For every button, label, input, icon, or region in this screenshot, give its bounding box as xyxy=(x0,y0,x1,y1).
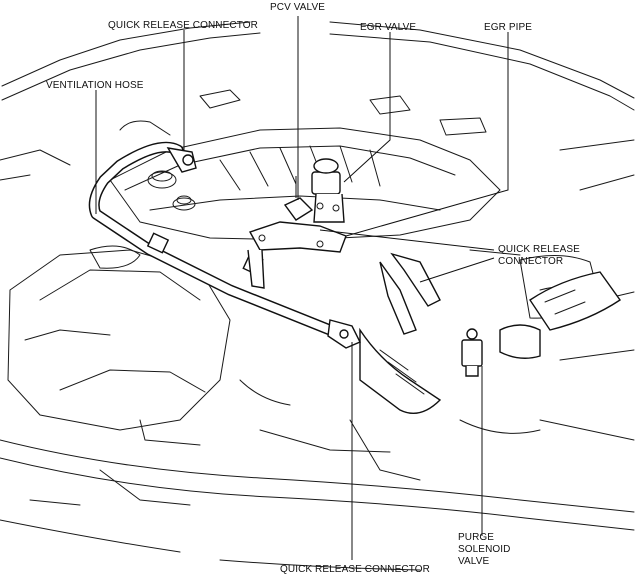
label-ventilation-hose: VENTILATION HOSE xyxy=(46,80,144,91)
label-quick-release-connector-bottom: QUICK RELEASE CONNECTOR xyxy=(280,564,430,575)
label-quick-release-connector-right-line1: QUICK RELEASE xyxy=(498,244,580,255)
quick-release-connector-top xyxy=(166,147,197,173)
label-quick-release-connector-top: QUICK RELEASE CONNECTOR xyxy=(108,20,258,31)
pcv-valve xyxy=(283,176,314,221)
label-pcv-valve: PCV VALVE xyxy=(270,2,325,13)
egr-pipe xyxy=(247,221,347,289)
quick-release-connector-bottom xyxy=(327,319,361,349)
label-egr-pipe: EGR PIPE xyxy=(484,22,532,33)
quick-release-connector-right xyxy=(379,252,441,335)
air-intake-hose xyxy=(359,271,621,414)
label-purge-solenoid-valve-line3: VALVE xyxy=(458,556,489,567)
purge-solenoid-valve xyxy=(461,328,483,377)
egr-valve xyxy=(311,158,345,223)
label-purge-solenoid-valve-line1: PURGE xyxy=(458,532,494,543)
label-quick-release-connector-right-line2: CONNECTOR xyxy=(498,256,563,267)
engine-bay-linework xyxy=(0,21,635,571)
label-egr-valve: EGR VALVE xyxy=(360,22,416,33)
label-purge-solenoid-valve-line2: SOLENOID xyxy=(458,544,510,555)
leader-lines xyxy=(95,16,509,560)
